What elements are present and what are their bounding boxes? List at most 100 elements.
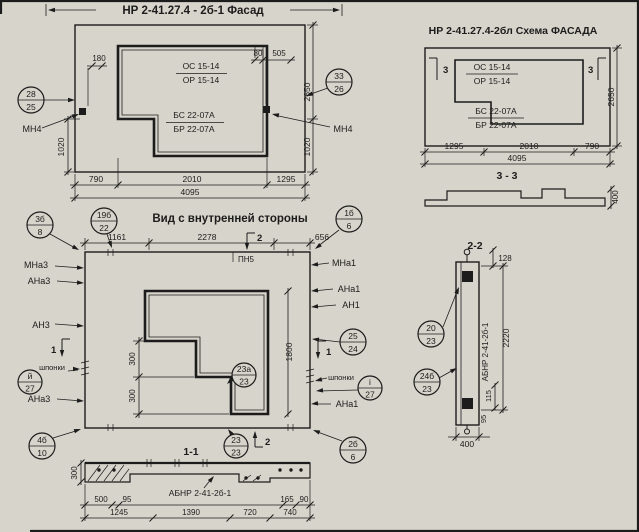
callout-28-25: 28 25 bbox=[17, 86, 75, 114]
section-2-2-dim-128: 128 bbox=[489, 246, 512, 270]
inner-opening-inner-line bbox=[148, 294, 265, 411]
label-ana1-1: АНа1 bbox=[310, 284, 360, 294]
schema-section-marker-3-right: 3 bbox=[588, 57, 606, 80]
svg-text:2010: 2010 bbox=[183, 174, 202, 184]
svg-text:МНа1: МНа1 bbox=[332, 258, 356, 268]
svg-text:24: 24 bbox=[348, 344, 358, 354]
section-marker-2-top: 2 bbox=[244, 232, 262, 250]
section-1-1-rebar-dots bbox=[97, 468, 303, 480]
svg-text:27: 27 bbox=[25, 384, 35, 394]
svg-text:1295: 1295 bbox=[445, 141, 464, 151]
svg-text:27: 27 bbox=[365, 390, 375, 400]
svg-text:1245: 1245 bbox=[110, 508, 128, 517]
svg-text:790: 790 bbox=[585, 141, 599, 151]
svg-text:23: 23 bbox=[422, 384, 432, 394]
svg-text:ОР 15-14: ОР 15-14 bbox=[474, 76, 511, 86]
label-ana3-1: АНа3 bbox=[28, 276, 85, 286]
facade-bottom-dims: 790 2010 1295 4095 bbox=[70, 158, 310, 202]
svg-text:720: 720 bbox=[243, 508, 257, 517]
svg-text:4095: 4095 bbox=[181, 187, 200, 197]
svg-text:МН4: МН4 bbox=[333, 124, 352, 134]
label-ana3-2: АНа3 bbox=[28, 394, 85, 404]
svg-text:24б: 24б bbox=[420, 371, 434, 381]
svg-text:6: 6 bbox=[351, 452, 356, 462]
section-2-2-dim-115: 115 bbox=[484, 381, 499, 412]
svg-text:й: й bbox=[28, 371, 33, 381]
schema-bottom-dims: 1295 2010 790 4095 bbox=[420, 141, 615, 168]
section-2-2-label: АБНР 2-41-2б-1 bbox=[481, 322, 490, 381]
svg-text:790: 790 bbox=[89, 174, 103, 184]
facade-dim-180: 180 bbox=[87, 54, 107, 106]
svg-text:95: 95 bbox=[123, 495, 132, 504]
svg-text:3: 3 bbox=[443, 65, 448, 76]
callout-y-27: й 27 bbox=[17, 369, 43, 395]
svg-text:23: 23 bbox=[231, 448, 241, 458]
facade-schema-drawing: НР 2-41.27.4-2бл Схема ФАСАДА ОС 15-14 О… bbox=[420, 25, 622, 210]
svg-text:2278: 2278 bbox=[198, 232, 217, 242]
section-2-2-anchor-top bbox=[462, 248, 473, 282]
callout-23a-23: 23а 23 bbox=[225, 362, 257, 388]
svg-text:26: 26 bbox=[334, 84, 344, 94]
section-2-2-dim-400: 400 bbox=[448, 427, 490, 449]
svg-text:шпонки: шпонки bbox=[328, 373, 354, 382]
label-an3: АН3 bbox=[32, 320, 85, 330]
svg-text:ОС 15-14: ОС 15-14 bbox=[474, 62, 511, 72]
anchor-label-mn4-right: МН4 bbox=[271, 111, 353, 134]
anchor-square-left bbox=[79, 108, 86, 115]
svg-text:1295: 1295 bbox=[277, 174, 296, 184]
svg-text:3б: 3б bbox=[35, 214, 45, 224]
mark-os: ОС 15-14 bbox=[183, 61, 220, 71]
svg-text:2220: 2220 bbox=[501, 328, 511, 347]
section-marker-1-left: 1 bbox=[51, 338, 70, 357]
schema-opening-outline bbox=[454, 59, 584, 125]
svg-text:23а: 23а bbox=[237, 364, 251, 374]
callout-3b-8: 3б 8 bbox=[26, 211, 81, 252]
section-1-1-label: АБНР 2-41-2б-1 bbox=[169, 474, 231, 498]
svg-text:1020: 1020 bbox=[302, 137, 312, 156]
svg-text:656: 656 bbox=[315, 232, 329, 242]
inner-dim-1800: 1800 bbox=[284, 287, 294, 418]
svg-text:АН3: АН3 bbox=[32, 320, 50, 330]
callout-19b-22: 19б 22 bbox=[90, 207, 118, 249]
svg-text:2650: 2650 bbox=[302, 82, 312, 101]
inner-view-edge-ticks bbox=[107, 249, 294, 431]
svg-text:25: 25 bbox=[26, 102, 36, 112]
callout-2b-6: 2б 6 bbox=[312, 427, 367, 464]
svg-text:4б: 4б bbox=[37, 435, 47, 445]
facade-dim-80-505: 80 505 bbox=[251, 47, 295, 104]
section-3-3-profile bbox=[424, 188, 606, 207]
facade-dim-2650-right: 2650 1020 bbox=[302, 21, 318, 176]
inner-opening-outline bbox=[143, 289, 270, 416]
svg-text:90: 90 bbox=[300, 495, 309, 504]
label-shponki-left: шпонки bbox=[39, 360, 90, 376]
svg-text:28: 28 bbox=[26, 89, 36, 99]
svg-text:1б: 1б bbox=[344, 208, 354, 218]
facade-dim-1020-left: 1020 bbox=[56, 115, 80, 176]
svg-text:1390: 1390 bbox=[182, 508, 200, 517]
svg-text:i: i bbox=[369, 377, 371, 387]
svg-text:33: 33 bbox=[334, 71, 344, 81]
facade-drawing: НР 2-41.27.4 - 2б-1 Фасад ОС 15-14 ОР 15… bbox=[17, 4, 353, 202]
section-1-1-anchor-ticks bbox=[146, 459, 208, 467]
svg-text:180: 180 bbox=[92, 54, 106, 63]
svg-text:300: 300 bbox=[128, 389, 137, 403]
svg-text:8: 8 bbox=[38, 227, 43, 237]
svg-text:300: 300 bbox=[70, 466, 79, 480]
schema-section-marker-3-left: 3 bbox=[429, 57, 448, 80]
svg-text:1020: 1020 bbox=[56, 137, 66, 156]
svg-text:БР 22-07А: БР 22-07А bbox=[475, 120, 516, 130]
svg-text:АНа3: АНа3 bbox=[28, 276, 51, 286]
section-1-1-dims-row1: 500 95 165 90 bbox=[80, 480, 315, 521]
pn5-label: ПН5 bbox=[232, 252, 255, 264]
section-1-1-dims-row2: 1245 1390 720 740 bbox=[80, 508, 315, 522]
section-1-1-drawing: 1-1 АБНР 2-41-2б-1 300 500 bbox=[70, 446, 315, 522]
facade-title: НР 2-41.27.4 - 2б-1 Фасад bbox=[122, 5, 264, 17]
svg-text:МН4: МН4 bbox=[22, 124, 41, 134]
facade-panel-outline bbox=[74, 24, 306, 173]
svg-text:740: 740 bbox=[283, 508, 297, 517]
callout-33-26: 33 26 bbox=[305, 68, 353, 99]
mark-bs: БС 22-07А bbox=[173, 110, 215, 120]
callout-1b-6: 1б 6 bbox=[313, 205, 363, 251]
